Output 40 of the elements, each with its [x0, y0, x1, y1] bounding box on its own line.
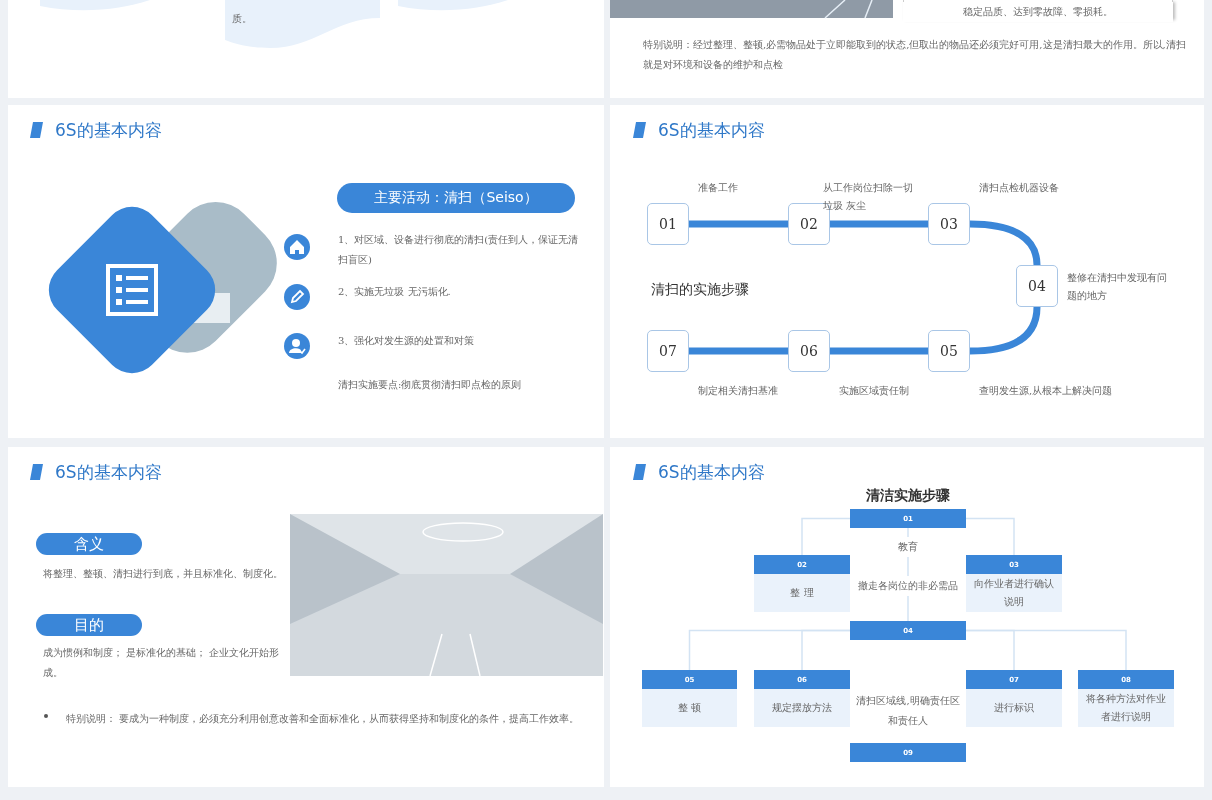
body-text: 特别说明： 要成为一种制度，必须充分利用创意改善和全面标准化，从而获得坚持和制度化的条件，提高工作效率。 [66, 712, 581, 726]
body-panel: 整 理 [754, 574, 850, 612]
step-caption: 制定相关清扫基准 [698, 384, 779, 398]
body-text: 1、对区域、设备进行彻底的清扫(责任到人，保证无清扫盲区) [338, 233, 580, 267]
connector-line [689, 220, 788, 228]
body-panel: 将各种方法对作业者进行说明 [1078, 689, 1174, 727]
body-panel: 整 顿 [642, 689, 737, 727]
body-text: 清扫实施要点:彻底贯彻清扫即点检的原则 [338, 378, 523, 392]
connector-line [801, 629, 851, 671]
body-panel: 进行标识 [966, 689, 1062, 727]
heading-pill: 主要活动：清扫（Seiso） [337, 183, 575, 213]
slide-title: 6S的基本内容 [658, 119, 766, 141]
connector-line [801, 517, 851, 556]
slide-title: 6S的基本内容 [55, 119, 163, 141]
connector-line [830, 220, 928, 228]
step-caption: 查明发生源,从根本上解决问题 [979, 384, 1114, 398]
step-caption: 从工作岗位扫除一切垃圾 灰尘 [823, 181, 914, 213]
body-text: 3、强化对发生源的处置和对策 [338, 334, 476, 348]
step-caption: 整修在清扫中发现有问题的地方 [1067, 271, 1167, 303]
body-panel: 规定摆放方法 [754, 689, 850, 727]
chart-title: 清洁实施步骤 [865, 486, 951, 505]
connector-line [965, 517, 1015, 556]
body-text: 成为惯例和制度； 是标准化的基础； 企业文化开始形成。 [43, 646, 281, 680]
heading-pill: 含义 [36, 533, 142, 555]
body-text: 特别说明：经过整理、整顿,必需物品处于立即能取到的状态,但取出的物品还必须完好可用,这是清扫最大的作用。所以,清扫就是对环境和设备的维护和点检 [643, 38, 1187, 72]
connector-line [830, 347, 928, 355]
step-caption: 准备工作 [698, 181, 739, 195]
slide-title: 6S的基本内容 [55, 461, 163, 483]
body-text: 2、实施无垃圾 无污垢化. [338, 285, 452, 299]
section-title: 清扫的实施步骤 [651, 280, 750, 299]
step-caption: 清扫点检机器设备 [979, 181, 1060, 195]
body-panel: 向作业者进行确认说明 [966, 574, 1062, 612]
step-caption: 实施区域责任制 [839, 384, 910, 398]
body-text: 质。 [232, 12, 253, 26]
body-text: 将整理、整顿、清扫进行到底，并且标准化、制度化。 [43, 567, 284, 581]
slide-title: 6S的基本内容 [658, 461, 766, 483]
connector-line [965, 629, 1127, 671]
connector-line [689, 347, 788, 355]
heading-pill: 目的 [36, 614, 142, 636]
step-text: 撤走各岗位的非必需品 [858, 576, 958, 596]
